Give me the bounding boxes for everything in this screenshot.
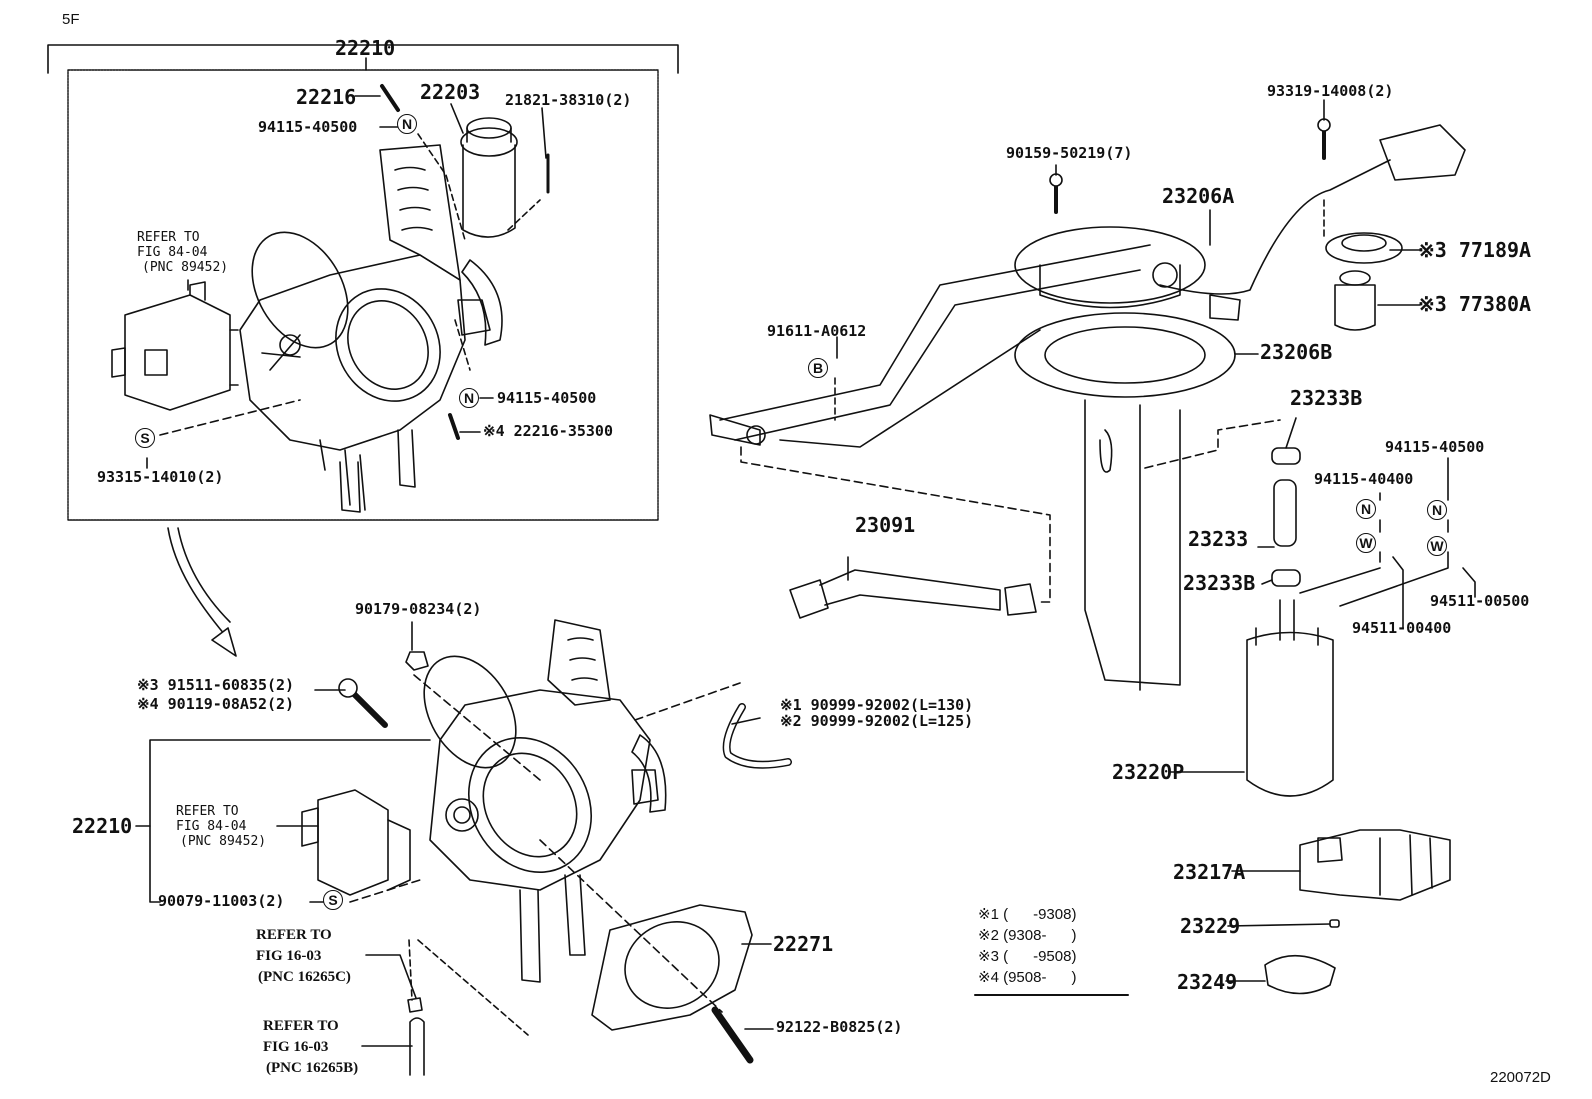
- legend-row: ※1 ( -9308): [978, 906, 1077, 923]
- part-label-90119-08A52[interactable]: ※4 90119-08A52(2): [137, 695, 295, 713]
- part-label-23233B-bottom[interactable]: 23233B: [1183, 571, 1256, 595]
- assembly-bracket-top: [47, 44, 679, 521]
- explode-arrow: [167, 527, 237, 657]
- part-label-94115-40500-top[interactable]: 94115-40500: [258, 118, 358, 136]
- part-label-23233[interactable]: 23233: [1188, 527, 1249, 551]
- refer-line-3: (PNC 16265C): [258, 969, 351, 985]
- refer-line-1: REFER TO: [263, 1018, 339, 1034]
- part-label-90179-08234[interactable]: 90179-08234(2): [355, 600, 482, 618]
- part-label-77380A[interactable]: ※3 77380A: [1418, 292, 1532, 316]
- part-label-23217A[interactable]: 23217A: [1173, 860, 1246, 884]
- part-label-94115-40500-pump[interactable]: 94115-40500: [1385, 438, 1485, 456]
- refer-line-3: (PNC 89452): [142, 260, 229, 275]
- part-label-90999-92002-l130[interactable]: ※1 90999-92002(L=130): [780, 696, 974, 714]
- washer-symbol: W: [1427, 536, 1447, 556]
- throttle-body-bottom-drawing: [135, 619, 792, 1076]
- screw-symbol: S: [323, 890, 343, 910]
- date-range-legend: ※1 ( -9308) ※2 (9308- ) ※3 ( -9508) ※4 (…: [978, 904, 1076, 988]
- part-label-90999-92002-l125[interactable]: ※2 90999-92002(L=125): [780, 712, 974, 730]
- part-label-94115-40400[interactable]: 94115-40400: [1314, 470, 1414, 488]
- refer-line-3: (PNC 89452): [180, 834, 267, 849]
- part-label-23249[interactable]: 23249: [1177, 970, 1238, 994]
- part-label-22210-top[interactable]: 22210: [335, 36, 396, 60]
- part-label-94511-00500[interactable]: 94511-00500: [1430, 592, 1530, 610]
- part-label-23091[interactable]: 23091: [855, 513, 916, 537]
- part-label-94115-40500-right[interactable]: 94115-40500: [497, 389, 597, 407]
- part-label-22271[interactable]: 22271: [773, 932, 834, 956]
- part-label-21821-38310[interactable]: 21821-38310(2): [505, 91, 632, 109]
- figure-id: 220072D: [1490, 1069, 1551, 1086]
- legend-row: ※2 (9308- ): [978, 927, 1077, 944]
- throttle-body-top-drawing: [111, 84, 550, 513]
- legend-row: ※4 (9508- ): [978, 969, 1077, 986]
- part-label-91511-60835[interactable]: ※3 91511-60835(2): [137, 676, 295, 694]
- part-label-90079-11003[interactable]: 90079-11003(2): [158, 892, 285, 910]
- refer-line-2[interactable]: FIG 16-03: [263, 1039, 329, 1055]
- part-label-23229[interactable]: 23229: [1180, 914, 1241, 938]
- part-label-93315-14010[interactable]: 93315-14010(2): [97, 468, 224, 486]
- part-label-23233B-top[interactable]: 23233B: [1290, 386, 1363, 410]
- nut-symbol: N: [1427, 500, 1447, 520]
- part-label-22216-35300[interactable]: ※4 22216-35300: [483, 422, 613, 440]
- nut-symbol: N: [1356, 499, 1376, 519]
- part-label-22210-bottom[interactable]: 22210: [72, 814, 133, 838]
- part-label-23206A[interactable]: 23206A: [1162, 184, 1235, 208]
- part-label-23206B[interactable]: 23206B: [1260, 340, 1333, 364]
- part-label-93319-14008[interactable]: 93319-14008(2): [1267, 82, 1394, 100]
- part-label-90159-50219[interactable]: 90159-50219(7): [1006, 144, 1133, 162]
- refer-line-2[interactable]: FIG 84-04: [137, 245, 208, 260]
- screw-symbol: S: [135, 428, 155, 448]
- part-label-92122-B0825[interactable]: 92122-B0825(2): [776, 1018, 903, 1036]
- refer-line-3: (PNC 16265B): [266, 1060, 359, 1076]
- part-label-77189A[interactable]: ※3 77189A: [1418, 238, 1532, 262]
- refer-line-2[interactable]: FIG 84-04: [176, 819, 247, 834]
- bolt-symbol: B: [808, 358, 828, 378]
- part-label-23220P[interactable]: 23220P: [1112, 760, 1185, 784]
- fuel-pump-drawing: [709, 99, 1476, 995]
- nut-symbol: N: [397, 114, 417, 134]
- refer-line-1: REFER TO: [176, 804, 239, 819]
- part-label-94511-00400[interactable]: 94511-00400: [1352, 619, 1452, 637]
- legend-row: ※3 ( -9508): [978, 948, 1077, 965]
- nut-symbol: N: [459, 388, 479, 408]
- washer-symbol: W: [1356, 533, 1376, 553]
- part-label-22216[interactable]: 22216: [296, 85, 357, 109]
- part-label-91611-A0612[interactable]: 91611-A0612: [767, 322, 867, 340]
- refer-line-2[interactable]: FIG 16-03: [256, 948, 322, 964]
- refer-line-1: REFER TO: [256, 927, 332, 943]
- refer-line-1: REFER TO: [137, 230, 200, 245]
- part-label-22203[interactable]: 22203: [420, 80, 481, 104]
- section-code: 5F: [62, 11, 80, 28]
